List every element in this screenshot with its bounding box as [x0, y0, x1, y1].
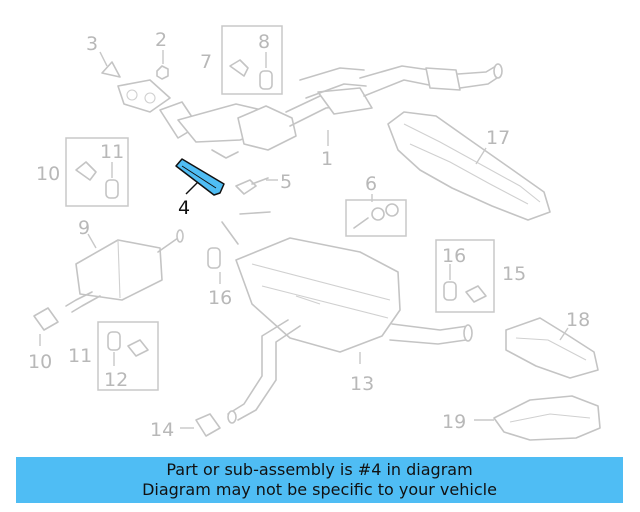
callout-18: 18	[566, 309, 590, 331]
part-11-clip	[127, 339, 149, 357]
callout-13: 13	[350, 373, 374, 395]
part-13-muffler	[221, 211, 473, 424]
part-4-bracket	[175, 158, 225, 196]
banner-line-1: Part or sub-assembly is #4 in diagram	[166, 460, 473, 479]
part-15-clip	[465, 285, 487, 303]
callout-14: 14	[150, 419, 174, 441]
part-6-kit-box	[345, 199, 407, 237]
part-14-clamp	[180, 413, 221, 437]
callout-16b: 16	[442, 245, 466, 267]
callout-12: 12	[104, 369, 128, 391]
part-16-hanger-left	[207, 247, 221, 284]
callout-16a: 16	[208, 287, 232, 309]
info-banner: Part or sub-assembly is #4 in diagram Di…	[16, 457, 623, 503]
callout-3: 3	[86, 33, 98, 55]
callout-5: 5	[280, 171, 292, 193]
part-10-11-kit-box	[65, 137, 129, 207]
callout-10a: 10	[36, 163, 60, 185]
part-8-grommet	[259, 70, 273, 90]
callout-19: 19	[442, 411, 466, 433]
callout-1: 1	[321, 148, 333, 170]
callout-6: 6	[365, 173, 377, 195]
part-16-grommet	[443, 281, 457, 301]
part-11-12-kit-box	[97, 321, 159, 391]
callout-15: 15	[502, 263, 526, 285]
part-15-16-kit-box	[435, 239, 495, 313]
callout-11a: 11	[100, 141, 124, 163]
part-19-shield	[474, 395, 601, 441]
part-17-heat-shield	[387, 111, 551, 221]
callout-8: 8	[258, 31, 270, 53]
part-5-bolt	[235, 177, 278, 195]
callout-11b: 11	[68, 345, 92, 367]
part-7-clip	[229, 59, 249, 77]
banner-line-2: Diagram may not be specific to your vehi…	[142, 480, 497, 499]
part-18-shield	[505, 317, 599, 379]
part-12-grommet	[107, 331, 121, 351]
callout-9: 9	[78, 217, 90, 239]
callout-2: 2	[155, 29, 167, 51]
part-9-resonator	[65, 229, 184, 313]
callout-7: 7	[200, 51, 212, 73]
part-1-front-pipe	[117, 63, 503, 159]
part-10-clamp	[33, 307, 59, 346]
part-7-8-kit-box	[221, 25, 283, 95]
part-3-shield	[99, 51, 121, 78]
callout-4: 4	[178, 197, 190, 219]
callout-17: 17	[486, 127, 510, 149]
part-2-nut	[156, 50, 169, 80]
part-11-grommet	[105, 179, 119, 199]
part-6-fasteners	[353, 194, 399, 229]
part-10-clip	[75, 161, 97, 181]
callout-10b: 10	[28, 351, 52, 373]
